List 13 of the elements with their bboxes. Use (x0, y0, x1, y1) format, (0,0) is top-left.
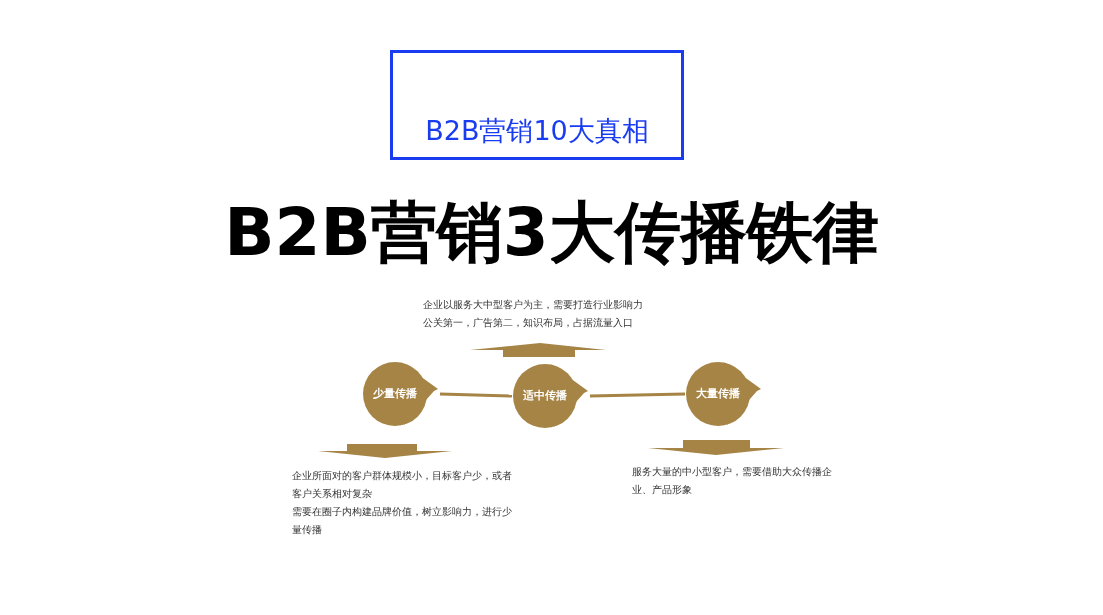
description-text: 需要在圈子内构建品牌价值，树立影响力，进行少量传播 (292, 505, 512, 537)
description-text: 服务大量的中小型客户，需要借助大众传播企业、产品形象 (632, 465, 832, 497)
node-label: 大量传播 (695, 386, 741, 402)
node-label: 少量传播 (372, 386, 418, 402)
subtitle: B2B营销10大真相 (424, 115, 650, 147)
title-box (390, 50, 684, 160)
description-text: 公关第一，广告第二，知识布局，占据流量入口 (423, 316, 634, 330)
description-text: 企业所面对的客户群体规模小，目标客户少，或者客户关系相对复杂 (292, 469, 512, 501)
main-title: B2B营销3大传播铁律 (223, 193, 880, 273)
connector-line (439, 392, 513, 398)
node-label: 适中传播 (522, 388, 568, 404)
connector-line (589, 392, 686, 398)
description-text: 企业以服务大中型客户为主，需要打造行业影响力 (423, 298, 644, 312)
